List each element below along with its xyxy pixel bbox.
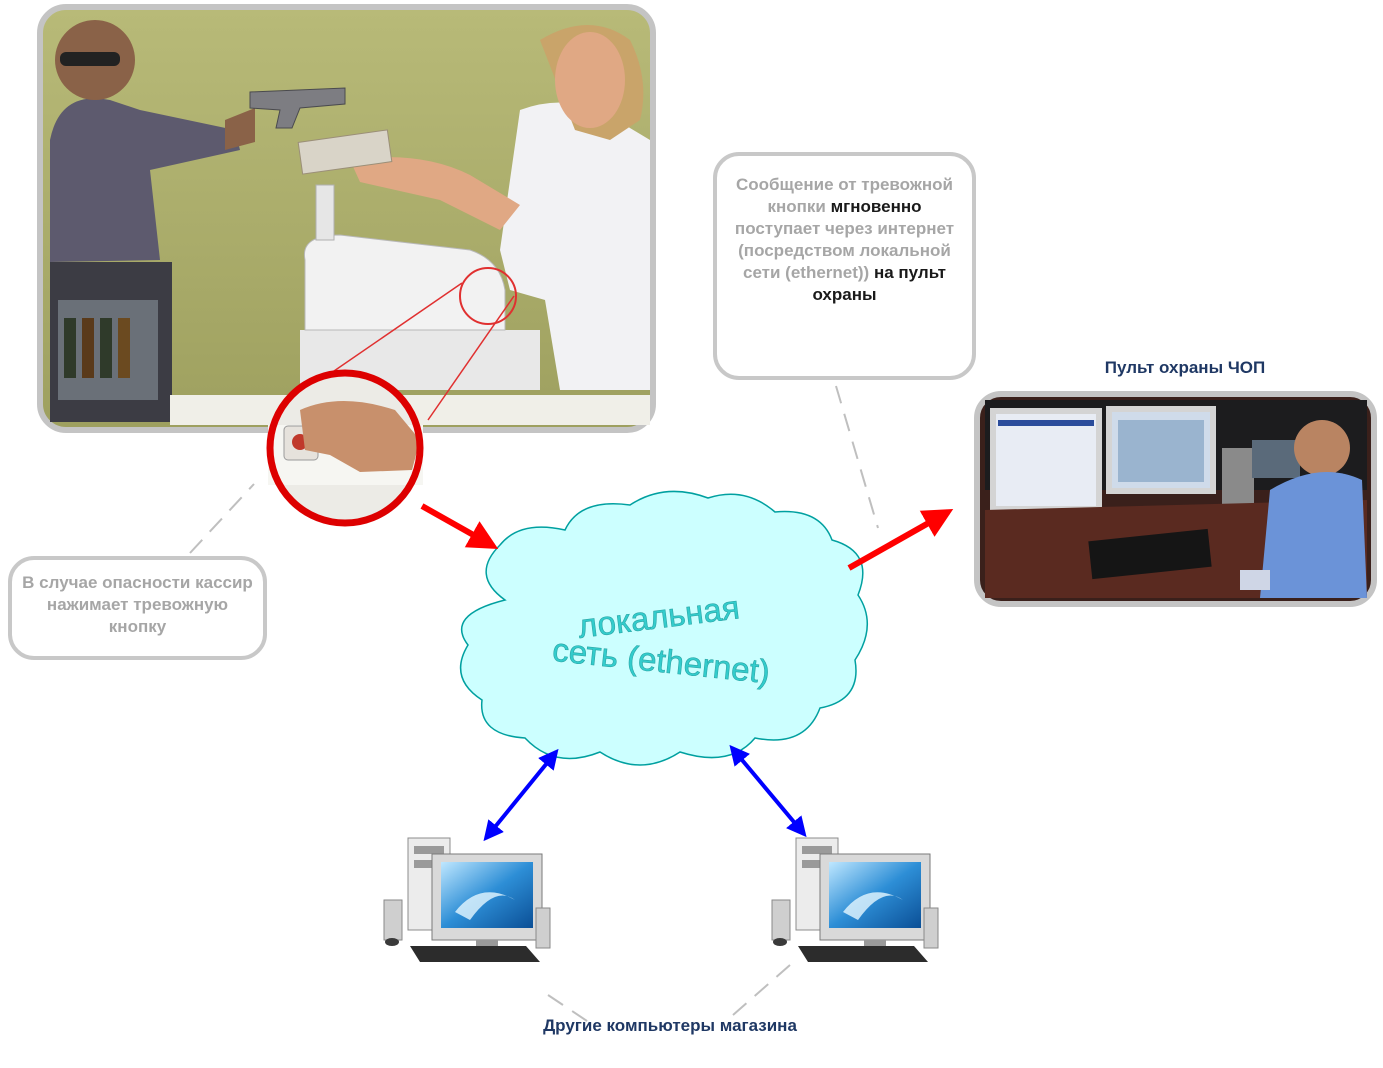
network-cloud: локальная сеть (ethernet): [459, 490, 869, 766]
store-computer-left: [383, 837, 551, 962]
callout-message-instantly: мгновенно: [830, 197, 922, 216]
monitoring-console-photo: [974, 391, 1377, 607]
alarm-signal-arrows: [420, 503, 954, 571]
other-computers-title: Другие компьютеры магазина: [543, 1016, 797, 1035]
arrow-button-to-cloud: [420, 503, 499, 549]
console-title: Пульт охраны ЧОП: [1104, 358, 1266, 377]
cashier-photo: [37, 4, 656, 433]
callout-message-to-console: на пульт охраны: [812, 263, 946, 304]
callout-connectors: [189, 385, 879, 1024]
arrow-cloud-pc-right: [729, 744, 807, 838]
callout-cashier-text: В случае опасности кассир нажимает трево…: [22, 573, 253, 636]
callout-cashier-press-button: В случае опасности кассир нажимает трево…: [8, 556, 267, 660]
callout-message-part3: поступает через интернет (посредством ло…: [734, 219, 955, 282]
alarm-button-zoom: [266, 369, 424, 527]
callout-alarm-message: Сообщение от тревожной кнопки мгновенно …: [713, 152, 976, 380]
arrow-cloud-to-console: [847, 509, 954, 571]
store-computer-right: [771, 837, 939, 962]
arrow-cloud-pc-left: [483, 748, 559, 842]
callout-message-part1: Сообщение от тревожной кнопки: [736, 175, 953, 216]
network-link-arrows: [483, 744, 807, 842]
